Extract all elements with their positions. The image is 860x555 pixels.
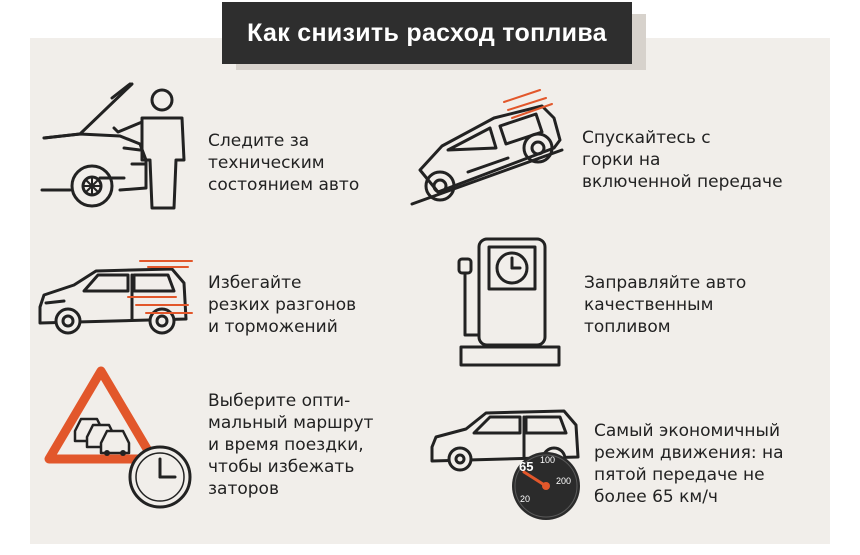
page-title: Как снизить расход топлива bbox=[222, 2, 632, 64]
speedometer-icon: 65 100 200 20 bbox=[510, 450, 582, 522]
speed-value: 65 bbox=[519, 459, 534, 474]
clock-icon bbox=[125, 442, 195, 512]
tip-line: состоянием авто bbox=[208, 175, 360, 195]
tip-maintenance: Следите за техническим состоянием авто bbox=[208, 130, 359, 196]
speed-tick-200: 200 bbox=[556, 476, 572, 486]
tip-line: заторов bbox=[208, 479, 279, 499]
tip-line: Заправляйте авто bbox=[584, 273, 747, 293]
tip-line: Избегайте bbox=[208, 273, 302, 293]
tip-acceleration: Избегайте резких разгонов и торможений bbox=[208, 272, 356, 338]
tip-fuel: Заправляйте авто качественным топливом bbox=[584, 272, 746, 338]
tip-line: Выберите опти- bbox=[208, 391, 351, 411]
speed-tick-100: 100 bbox=[540, 455, 556, 465]
minivan-icon bbox=[428, 405, 583, 473]
car-hood-open-icon bbox=[40, 78, 155, 213]
tip-line: топливом bbox=[584, 317, 671, 337]
tip-line: чтобы избежать bbox=[208, 457, 355, 477]
tip-line: пятой передаче не bbox=[594, 465, 765, 485]
tip-line: Следите за bbox=[208, 131, 310, 151]
tip-route: Выберите опти- мальный маршрут и время п… bbox=[208, 390, 373, 500]
tip-line: качественным bbox=[584, 295, 714, 315]
tip-downhill: Спускайтесь с горки на включенной переда… bbox=[582, 127, 783, 193]
mechanic-icon bbox=[112, 88, 190, 210]
fuel-pump-icon bbox=[455, 235, 565, 370]
tip-speed: Самый экономичный режим движения: на пят… bbox=[594, 420, 784, 508]
tip-line: более 65 км/ч bbox=[594, 487, 718, 507]
tip-line: включенной передаче bbox=[582, 172, 783, 192]
tip-line: резких разгонов bbox=[208, 295, 357, 315]
tip-line: Самый экономичный bbox=[594, 421, 781, 441]
tip-line: и время поездки, bbox=[208, 435, 364, 455]
tip-line: мальный маршрут bbox=[208, 413, 374, 433]
tip-line: и торможений bbox=[208, 317, 338, 337]
speed-tick-20: 20 bbox=[520, 494, 531, 504]
tip-line: горки на bbox=[582, 150, 661, 170]
tip-line: техническим bbox=[208, 153, 325, 173]
tip-line: Спускайтесь с bbox=[582, 128, 711, 148]
car-downhill-icon bbox=[408, 88, 566, 206]
minivan-motion-icon bbox=[36, 255, 196, 337]
traffic-warning-sign-icon bbox=[45, 365, 157, 465]
tip-line: режим движения: на bbox=[594, 443, 784, 463]
